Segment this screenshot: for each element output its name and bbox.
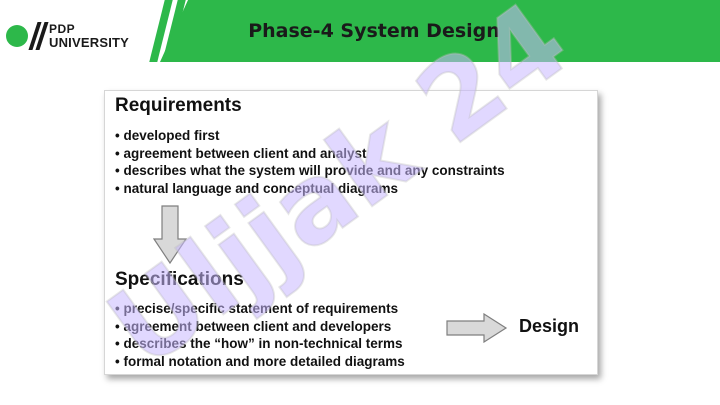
- right-arrow-icon: [446, 313, 508, 343]
- slide-header: Phase-4 System Design PDP UNIVERSITY: [0, 0, 720, 62]
- list-item: • natural language and conceptual diagra…: [115, 181, 399, 197]
- header-green-bar: [160, 0, 720, 62]
- logo-dot-icon: [6, 25, 28, 47]
- design-label: Design: [519, 316, 580, 336]
- logo-text: PDP UNIVERSITY: [49, 22, 130, 50]
- requirements-heading: Requirements: [115, 95, 242, 116]
- requirements-list: • developed first • agreement between cl…: [115, 127, 505, 198]
- list-item: • agreement between client and developer…: [115, 318, 392, 334]
- content-box: Requirements • developed first • agreeme…: [104, 90, 598, 375]
- logo-line-1: PDP: [49, 22, 76, 36]
- logo-line-2: UNIVERSITY: [49, 35, 130, 50]
- slide-title: Phase-4 System Design: [248, 20, 500, 42]
- list-item: • precise/specific statement of requirem…: [115, 301, 399, 316]
- specifications-heading: Specifications: [115, 269, 244, 290]
- list-item: • describes the “how” in non-technical t…: [115, 336, 403, 352]
- list-item: • describes what the system will provide…: [115, 163, 505, 179]
- list-item: • developed first: [115, 128, 220, 143]
- specifications-list: • precise/specific statement of requirem…: [115, 300, 405, 371]
- list-item: • formal notation and more detailed diag…: [115, 354, 405, 370]
- list-item: • agreement between client and analyst: [115, 145, 367, 161]
- down-arrow-icon: [153, 205, 187, 265]
